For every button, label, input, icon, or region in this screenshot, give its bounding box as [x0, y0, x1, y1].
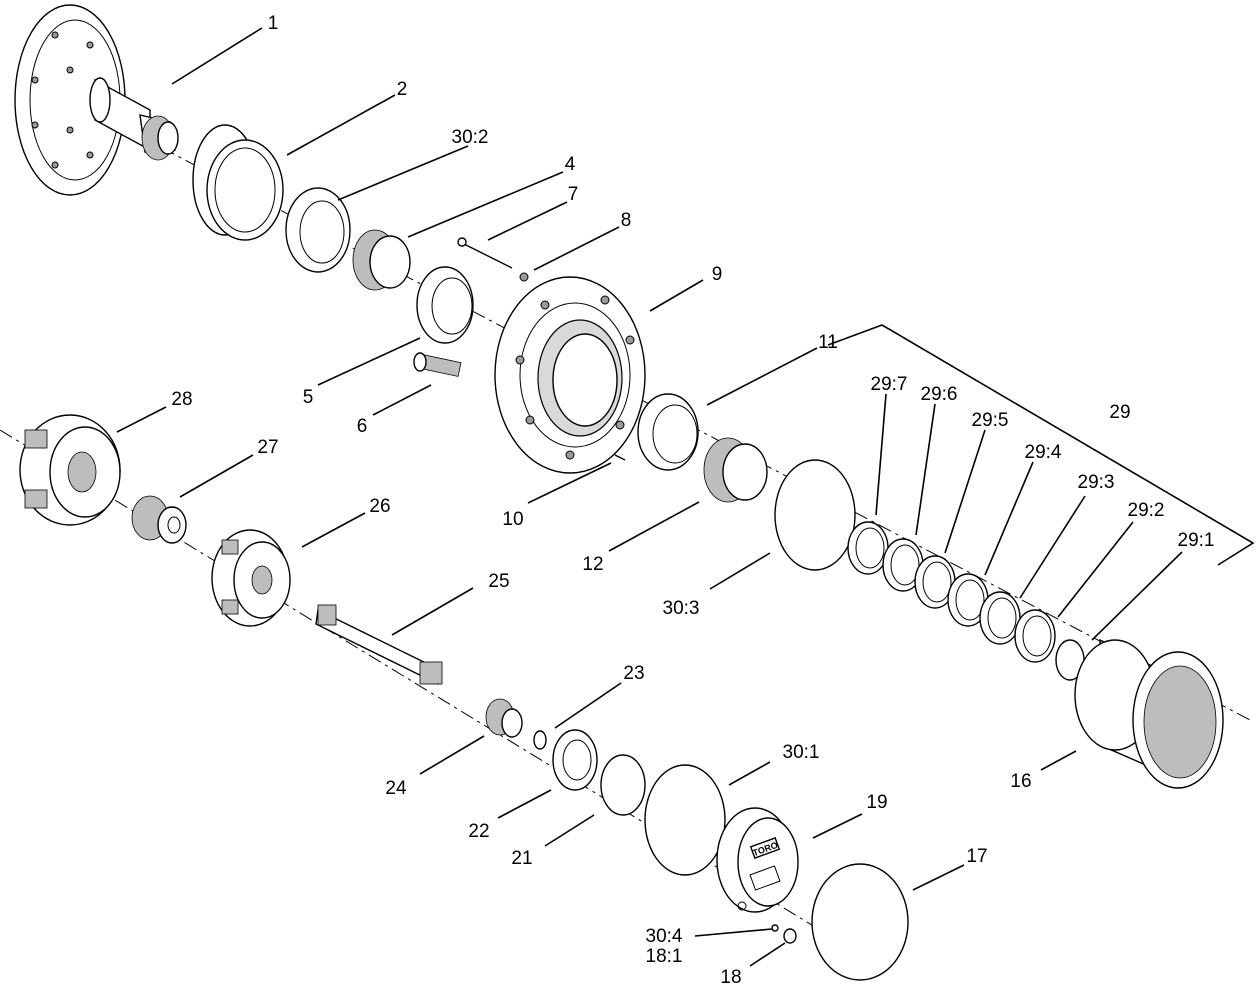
- part-19-cover: TORO: [716, 807, 799, 913]
- callout-29: 29: [1109, 402, 1130, 423]
- part-10-pin: [614, 454, 626, 461]
- part-16-ring-gear: [1074, 638, 1224, 789]
- part-7-bolt: [457, 237, 513, 269]
- part-8-nut: [519, 272, 529, 282]
- callout-19: 19: [866, 792, 887, 813]
- callout-26: 26: [369, 496, 390, 517]
- part-17-retaining-ring: [811, 863, 909, 981]
- part-9-hub: [494, 276, 646, 474]
- part-28-carrier: [19, 414, 121, 526]
- callout-22: 22: [468, 821, 489, 842]
- part-27-sun-gear: [131, 495, 187, 544]
- callout-29-3: 29:3: [1078, 472, 1115, 493]
- callout-17: 17: [966, 846, 987, 867]
- part-18-plug: [783, 928, 797, 944]
- part-30-3-o-ring: [774, 459, 856, 571]
- part-25-shaft: [315, 604, 443, 686]
- part-11-bearing-cup: [637, 393, 699, 471]
- callout-30-1: 30:1: [783, 742, 820, 763]
- callout-30-3: 30:3: [663, 598, 700, 619]
- callout-29-4: 29:4: [1025, 442, 1062, 463]
- callout-29-1: 29:1: [1178, 530, 1215, 551]
- part-30-1-o-ring: [644, 764, 726, 876]
- part-30-4-o-ring: [771, 924, 779, 932]
- callout-4: 4: [565, 154, 576, 175]
- callout-23: 23: [623, 663, 644, 684]
- callout-1: 1: [268, 13, 279, 34]
- callout-2: 2: [397, 79, 408, 100]
- callout-5: 5: [303, 387, 314, 408]
- callout-29-2: 29:2: [1128, 500, 1165, 521]
- callout-30-2: 30:2: [452, 127, 489, 148]
- callout-6: 6: [357, 416, 368, 437]
- callout-18: 18: [720, 967, 741, 988]
- lower-center-axis: [0, 429, 821, 931]
- callout-16: 16: [1010, 771, 1031, 792]
- part-5-bearing-cup: [416, 266, 474, 344]
- part-26-carrier: [211, 529, 291, 627]
- callout-8: 8: [621, 210, 632, 231]
- part-4-bearing: [352, 229, 411, 291]
- part-12-bearing: [703, 437, 768, 503]
- part-21-disc: [600, 754, 646, 816]
- callout-18-1: 18:1: [646, 946, 683, 967]
- callout-30-4: 30:4: [646, 926, 683, 947]
- callout-28: 28: [171, 389, 192, 410]
- part-6-stud: [413, 352, 462, 377]
- part-23-snap-ring: [533, 730, 547, 750]
- callout-29-5: 29:5: [972, 410, 1009, 431]
- part-22-thrust-washer: [552, 729, 598, 791]
- callout-24: 24: [385, 778, 407, 799]
- part-30-2-washer: [285, 187, 351, 273]
- part-24-gear: [485, 698, 523, 738]
- callout-29-6: 29:6: [921, 384, 958, 405]
- part-2-seal: [192, 124, 284, 241]
- part-29-shim-set: [847, 521, 1085, 681]
- callout-9: 9: [712, 264, 723, 285]
- callout-25: 25: [488, 571, 509, 592]
- callout-27: 27: [257, 437, 278, 458]
- part-29-bracket: [827, 324, 1255, 566]
- part-1-flange-shaft: [14, 4, 179, 196]
- callout-11: 11: [818, 332, 838, 353]
- callout-29-7: 29:7: [871, 374, 908, 395]
- callout-12: 12: [582, 554, 603, 575]
- callout-21: 21: [511, 848, 532, 869]
- callout-10: 10: [502, 509, 523, 530]
- callout-7: 7: [568, 184, 579, 205]
